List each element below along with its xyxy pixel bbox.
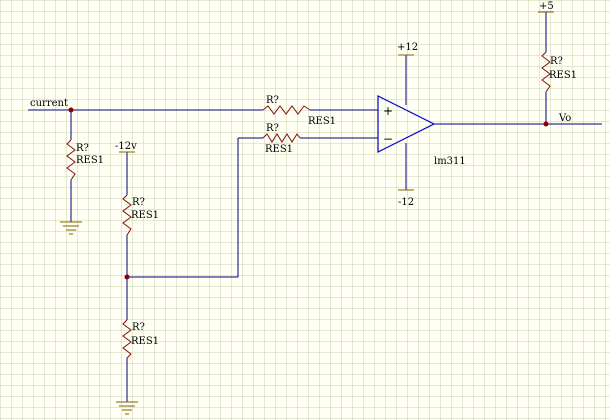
ground-divider xyxy=(116,401,138,415)
resistors xyxy=(66,51,551,359)
opamp-part-label: lm311 xyxy=(434,156,466,167)
opamp-vneg-label: -12 xyxy=(398,197,414,208)
net-label-plus5: +5 xyxy=(539,1,554,12)
resistor-input-gnd xyxy=(66,139,76,181)
resistor-plus xyxy=(262,105,311,115)
resistor-minus xyxy=(262,133,301,143)
res-val-plus: RES1 xyxy=(308,116,336,127)
res-val-div-bottom: RES1 xyxy=(131,336,159,347)
junction-output xyxy=(543,121,549,127)
junction-divider xyxy=(124,274,130,280)
res-ref-div-top: R? xyxy=(132,197,145,208)
res-val-minus: RES1 xyxy=(265,144,293,155)
res-val-input-gnd: RES1 xyxy=(76,155,104,166)
res-ref-pullup: R? xyxy=(550,56,563,67)
resistor-pullup xyxy=(541,51,551,93)
resistor-div-bottom xyxy=(122,319,132,359)
opamp-plus-pin: + xyxy=(383,104,393,118)
grounds xyxy=(60,221,138,415)
labels: current R? RES1 R? RES1 R? RES1 -12v R? … xyxy=(30,1,577,347)
ground-input xyxy=(60,221,82,235)
res-ref-input-gnd: R? xyxy=(76,143,89,154)
opamp-vpos-label: +12 xyxy=(397,42,418,53)
supply-bars xyxy=(119,11,554,191)
res-ref-plus: R? xyxy=(266,95,279,106)
res-ref-div-bottom: R? xyxy=(132,322,145,333)
junctions xyxy=(68,107,549,280)
opamp-triangle xyxy=(377,95,436,153)
net-label-neg12v: -12v xyxy=(115,141,137,152)
junction-input xyxy=(68,107,74,113)
wires xyxy=(28,12,602,402)
res-ref-minus: R? xyxy=(266,123,279,134)
opamp-minus-pin: − xyxy=(383,132,393,146)
opamp xyxy=(377,95,436,153)
net-label-input: current xyxy=(30,98,68,109)
res-val-div-top: RES1 xyxy=(131,210,159,221)
resistor-div-top xyxy=(122,194,132,236)
res-val-pullup: RES1 xyxy=(549,70,577,81)
net-label-output: Vo xyxy=(558,113,571,124)
